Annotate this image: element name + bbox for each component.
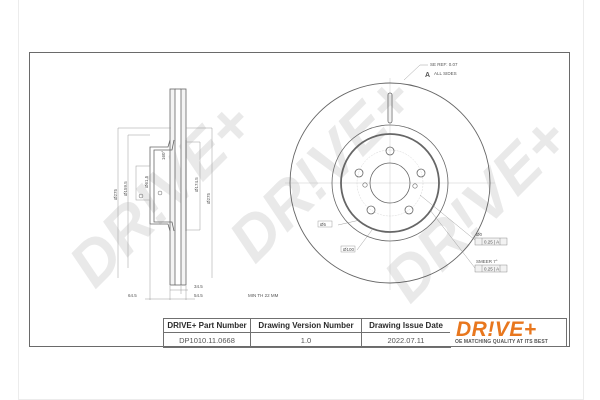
value-issue-date: 2022.07.11: [361, 332, 451, 348]
header-version: Drawing Version Number: [250, 318, 362, 333]
tolerance-value-smeer: 0.25 | A: [484, 267, 499, 272]
brand-logo: DR!VE+ OE MATCHING QUALITY AT ITS BEST: [450, 318, 567, 347]
value-part-number: DP1010.11.0668: [163, 332, 251, 348]
dim-outer-diameter: Ø275: [113, 188, 118, 200]
dim-center-bore: Ø61.5: [144, 175, 149, 188]
callout-bolt-hole: Ø5: [320, 222, 327, 227]
min-thickness-note: MIN TH 22 MM: [248, 293, 279, 298]
watermark: DR!VE+ DR!VE+ DR!VE+: [56, 64, 582, 315]
tolerance-label-runout: Ø0: [476, 232, 483, 237]
tolerance-frames: [474, 237, 508, 273]
disc-side-section-view: [117, 88, 213, 300]
top-note-line2: ALL SIDES: [434, 71, 457, 76]
header-issue-date: Drawing Issue Date: [361, 318, 451, 333]
callout-pcd: Ø100: [343, 247, 355, 252]
dim-angle: 160°: [161, 150, 166, 160]
top-note-line1: SE REF: 0.07: [430, 62, 458, 67]
title-block-table: DRIVE+ Part Number Drawing Version Numbe…: [163, 318, 451, 348]
tolerance-label-smeer: SMEER 7°: [476, 259, 498, 264]
dim-thickness: 34.5: [194, 284, 203, 289]
dim-inner-diameter: Ø174.5: [194, 177, 199, 192]
value-version: 1.0: [250, 332, 362, 348]
datum-a-icon: A: [425, 72, 430, 79]
logo-wordmark: DR!VE+: [456, 318, 537, 341]
tolerance-value-runout: 0.25 | A: [484, 240, 499, 245]
disc-front-view: [285, 64, 495, 290]
dim-hat-diameter: Ø159.5: [123, 181, 128, 196]
dim-outer-diameter-right: Ø275: [206, 192, 211, 204]
logo-tagline: OE MATCHING QUALITY AT ITS BEST: [455, 339, 548, 345]
header-part-number: DRIVE+ Part Number: [163, 318, 251, 333]
dim-height: 54.5: [194, 293, 203, 298]
dim-offset: 64.5: [128, 293, 137, 298]
